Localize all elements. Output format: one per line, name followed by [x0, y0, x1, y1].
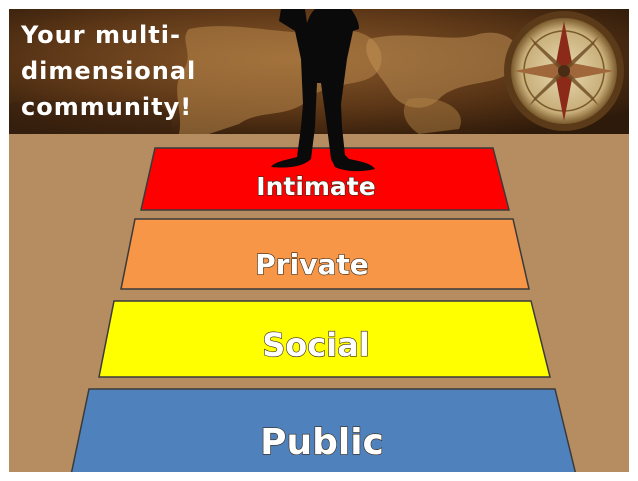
tier-public-label: Public: [260, 422, 384, 463]
title-line-3: community!: [21, 93, 192, 121]
title-line-2: dimensional: [21, 57, 196, 85]
slide-title: Your multi- dimensional community!: [20, 21, 196, 121]
compass-icon: [504, 11, 624, 131]
tier-intimate-label: Intimate: [256, 172, 375, 201]
tier-social-label: Social: [262, 326, 370, 364]
pyramid-tiers: Intimate Private Social Public: [70, 147, 577, 472]
tier-social: [98, 300, 551, 378]
title-line-1: Your multi-: [20, 21, 181, 49]
person-silhouette-icon: [271, 9, 375, 172]
community-pyramid-slide: Your multi- dimensional community! Intim…: [9, 9, 629, 472]
tier-intimate: [140, 147, 510, 211]
tier-public: [70, 388, 577, 472]
tier-private-label: Private: [255, 248, 368, 281]
tier-private: [120, 218, 530, 290]
